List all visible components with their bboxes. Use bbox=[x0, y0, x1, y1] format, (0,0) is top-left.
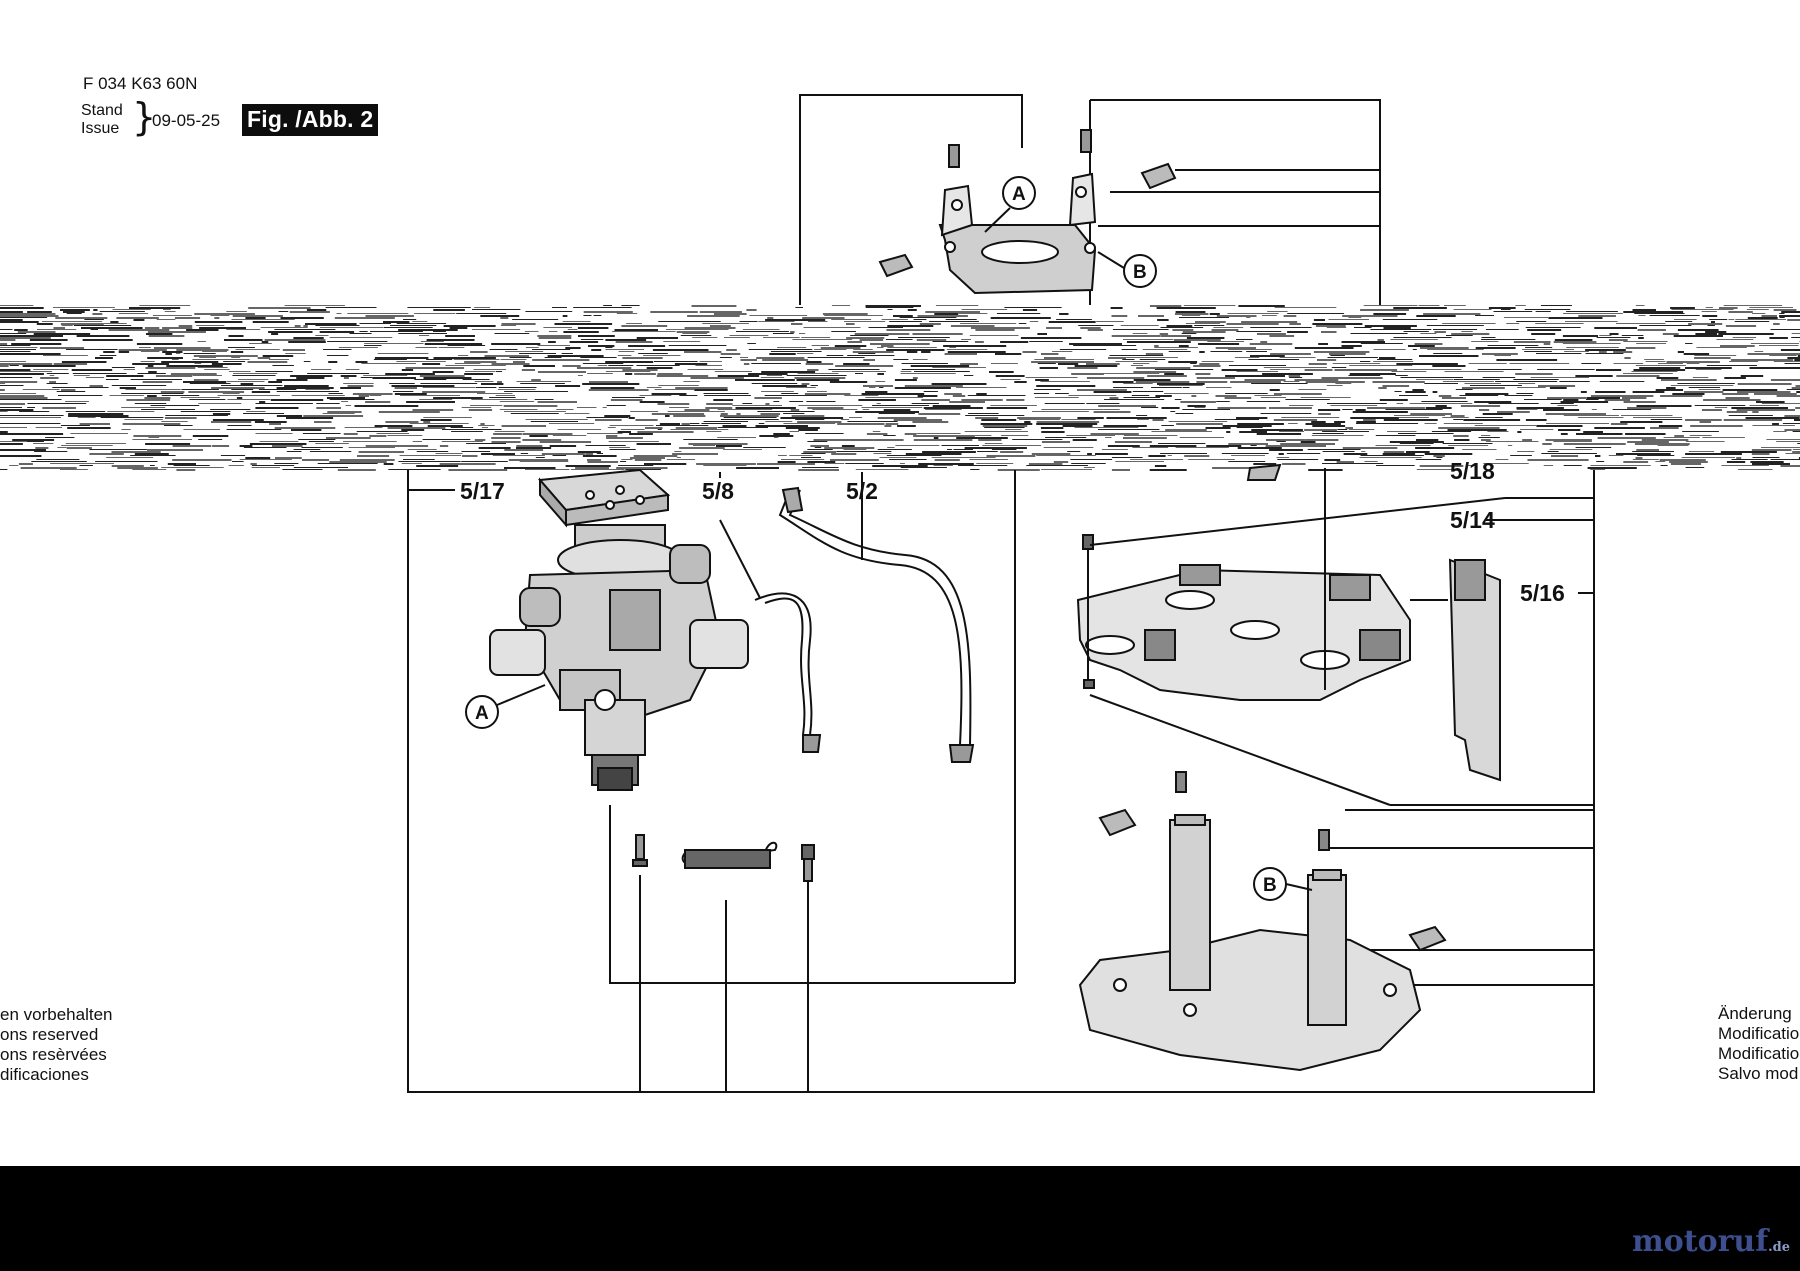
rights-note-right: Änderung Modificatio Modificatio Salvo m… bbox=[1718, 1004, 1800, 1083]
figure-label: Fig. /Abb. 2 bbox=[242, 104, 379, 136]
part-label-5-8: 5/8 bbox=[702, 478, 734, 504]
valve-block-assembly bbox=[489, 468, 749, 791]
logo-tld: .de bbox=[1768, 1240, 1790, 1255]
part-label-5-14: 5/14 bbox=[1450, 507, 1495, 533]
circuit-board-plate bbox=[1076, 463, 1594, 806]
brace-symbol: } bbox=[132, 95, 157, 139]
rights-note-left: en vorbehalten ons reserved ons resèrvée… bbox=[0, 1005, 113, 1084]
wire-5-8 bbox=[719, 519, 822, 753]
screw-spring-set bbox=[632, 834, 815, 882]
issue-date: 09-05-25 bbox=[152, 111, 221, 130]
scan-noise-band bbox=[0, 305, 1800, 471]
svg-text:A: A bbox=[1012, 184, 1026, 205]
logo-text: motoruf bbox=[1631, 1224, 1769, 1259]
bracket-part bbox=[878, 129, 1380, 295]
document-code: F 034 K63 60N bbox=[83, 74, 198, 93]
svg-text:B: B bbox=[1133, 262, 1147, 283]
part-label-5-18: 5/18 bbox=[1450, 458, 1495, 484]
callout-b-lower: B bbox=[1253, 867, 1313, 901]
part-label-5-2: 5/2 bbox=[846, 478, 878, 504]
svg-text:B: B bbox=[1263, 875, 1277, 896]
watermark-logo: motoruf.de bbox=[1632, 1224, 1790, 1259]
part-label-5-16: 5/16 bbox=[1520, 580, 1565, 606]
wire-5-2 bbox=[778, 478, 975, 763]
callout-a-top: A bbox=[984, 176, 1036, 233]
callout-b-top: B bbox=[1097, 251, 1157, 288]
footer-bar: motoruf.de bbox=[0, 1166, 1800, 1271]
base-plate bbox=[1078, 771, 1447, 1072]
stand-issue-labels: Stand Issue bbox=[81, 102, 123, 138]
svg-text:A: A bbox=[475, 703, 489, 724]
part-label-5-17: 5/17 bbox=[460, 478, 505, 504]
callout-a-lower: A bbox=[465, 684, 546, 729]
issue-label: Issue bbox=[81, 120, 120, 137]
stand-label: Stand bbox=[81, 102, 123, 119]
